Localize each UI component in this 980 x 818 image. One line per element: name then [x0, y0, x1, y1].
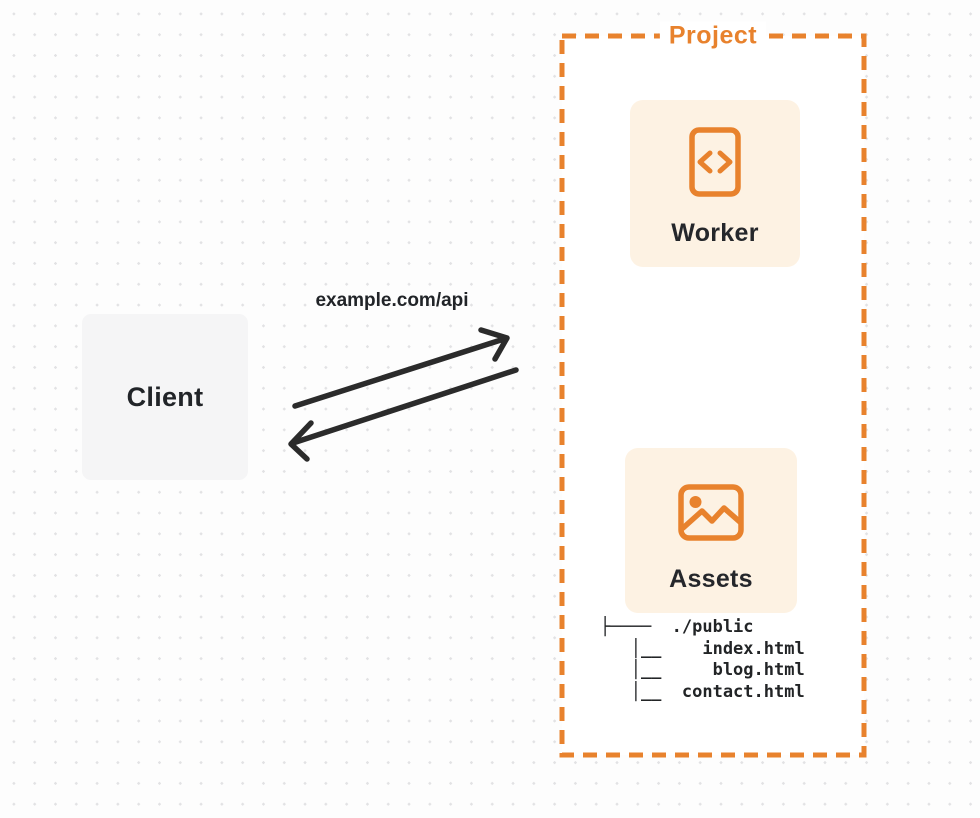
tree-line-blog: │__ blog.html — [600, 660, 805, 680]
client-node: Client — [82, 314, 248, 480]
request-arrow — [292, 327, 510, 409]
response-arrow — [288, 367, 519, 462]
tree-line-index: │__ index.html — [600, 638, 805, 659]
code-file-icon — [689, 127, 741, 197]
request-url-label: example.com/api — [315, 290, 469, 311]
worker-label: Worker — [671, 219, 759, 247]
file-tree: ├──── ./public │__ index.html │__ blog.h… — [600, 617, 805, 703]
tree-line-contact: │__ contact.html — [600, 681, 805, 702]
assets-label: Assets — [669, 565, 753, 593]
project-label: Project — [659, 21, 767, 51]
client-label: Client — [126, 381, 204, 412]
worker-node: Worker — [630, 100, 800, 267]
tree-line-public: ├──── ./public — [600, 617, 754, 637]
assets-node: Assets — [625, 448, 797, 613]
image-icon — [678, 484, 744, 541]
